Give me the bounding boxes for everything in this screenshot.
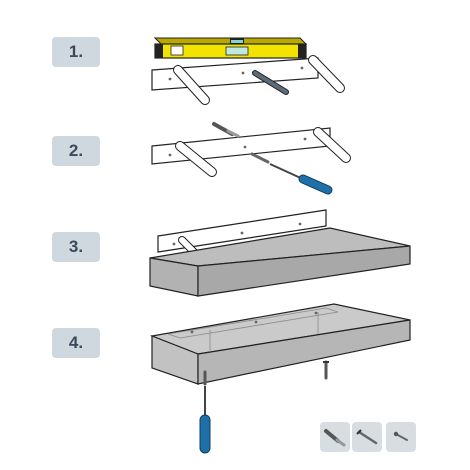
pencil-icon [252, 70, 289, 95]
step-2-label: 2. [68, 141, 84, 160]
wall-anchor-icon [212, 122, 240, 138]
step-4-badge: 4. [52, 328, 100, 358]
screw-icon [323, 360, 329, 380]
step-2-badge: 2. [52, 136, 100, 166]
step-4-label: 4. [68, 333, 84, 352]
step-2-illustration [151, 122, 351, 195]
step-1-illustration [151, 37, 345, 105]
shelf-bracket [151, 127, 351, 177]
shelf-bracket [157, 209, 327, 258]
screw-icon [356, 429, 378, 445]
step-3-badge: 3. [52, 232, 100, 262]
floating-shelf [149, 303, 411, 385]
hardware-tile-anchor [320, 422, 350, 452]
wall-anchor-icon [324, 429, 346, 447]
floating-shelf [149, 227, 411, 297]
step-3-label: 3. [68, 237, 84, 256]
step-1-label: 1. [68, 42, 84, 61]
screw-icon [250, 152, 270, 164]
step-3-illustration [149, 209, 411, 297]
shelf-bracket [151, 55, 345, 105]
step-1-badge: 1. [52, 37, 100, 67]
step-4-illustration [149, 303, 411, 454]
hardware-tile-nail [386, 422, 416, 452]
hardware-tile-screw [352, 422, 382, 452]
screwdriver-icon [269, 163, 333, 195]
spirit-level-icon [153, 37, 308, 59]
nail-icon [393, 431, 408, 441]
